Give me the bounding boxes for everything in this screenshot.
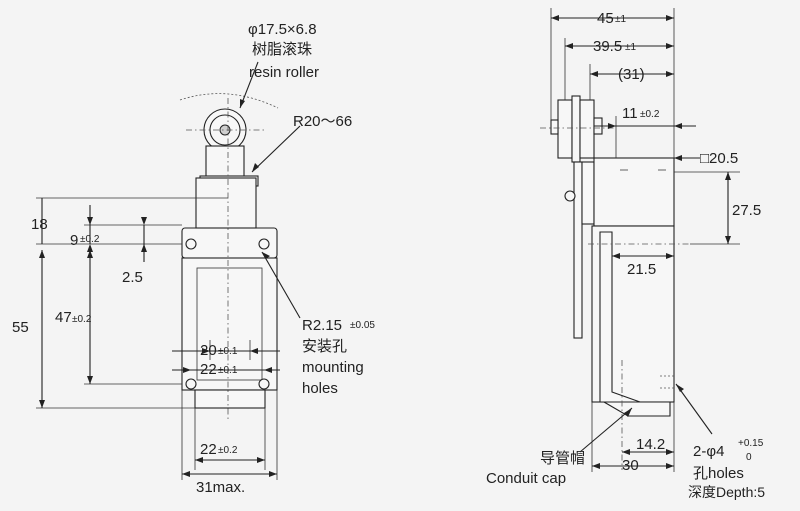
side-lever-top <box>571 95 581 163</box>
label-11-tol: ±0.2 <box>640 109 660 120</box>
label-31: 31max. <box>196 479 245 496</box>
label-holes-cn: 孔holes <box>693 465 744 482</box>
side-head <box>593 157 675 227</box>
label-roller-dim: φ17.5×6.8 <box>248 21 317 38</box>
side-roller-cap <box>550 119 559 135</box>
dim-9-arrows <box>87 217 93 252</box>
label-25: 2.5 <box>122 269 143 286</box>
holes-leader <box>675 383 713 435</box>
mount-leader-arrow <box>262 252 270 259</box>
mount-leader <box>261 251 301 319</box>
label-22a-tol: ±0.1 <box>218 365 238 376</box>
label-roller-en: resin roller <box>249 64 319 81</box>
label-45-tol: ±1 <box>615 14 626 25</box>
dim-22b-arrows <box>195 457 265 463</box>
front-view <box>179 93 279 422</box>
side-dimensions <box>550 8 740 472</box>
side-head-collar <box>581 161 595 225</box>
label-142: 14.2 <box>636 436 665 453</box>
switch-body <box>181 257 278 391</box>
mount-hole-top-right <box>258 238 270 250</box>
side-lever-hub <box>579 99 595 159</box>
mount-hole-bottom-right <box>258 378 270 390</box>
conduit-leader <box>579 407 633 453</box>
body-cover-line <box>196 267 263 381</box>
label-205: □20.5 <box>700 150 738 167</box>
radius-arc <box>179 93 279 109</box>
roller-leader-arrow <box>240 99 245 108</box>
label-mount-cn: 安装孔 <box>302 338 347 355</box>
label-18: 18 <box>31 216 48 233</box>
label-holes-lead: 2-φ4 <box>693 443 724 460</box>
label-9-tol: ±0.2 <box>80 234 100 245</box>
side-lever-arm <box>573 161 583 339</box>
labels: φ17.5×6.8 树脂滚珠 resin roller R20～66 18 9 … <box>12 10 765 500</box>
label-22b-tol: ±0.2 <box>218 445 238 456</box>
label-22b: 22 <box>200 441 217 458</box>
radius-leader-arrow <box>252 163 259 172</box>
label-radius: R20～66 <box>293 113 352 130</box>
conduit-leader-arrow <box>624 408 632 417</box>
dim-25-arrows <box>141 217 147 252</box>
label-holes-tol-dn: 0 <box>746 452 752 463</box>
side-holes <box>660 375 676 389</box>
dim-205-arrow <box>674 155 682 161</box>
label-mount-en2: holes <box>302 380 338 397</box>
label-11: 11 <box>622 105 638 122</box>
label-22a: 22 <box>200 361 217 378</box>
label-45: 45 <box>597 10 614 27</box>
label-holes-depth: 深度Depth:5 <box>688 484 765 500</box>
label-47: 47 <box>55 309 72 326</box>
dim-275-arrows <box>725 172 731 244</box>
label-conduit-cn: 导管帽 <box>540 450 585 467</box>
label-55: 55 <box>12 319 29 336</box>
side-view <box>540 95 690 470</box>
label-mount-r-tol: ±0.05 <box>350 320 375 331</box>
side-roller <box>557 99 573 159</box>
label-20-tol: ±0.1 <box>218 346 238 357</box>
label-20: 20 <box>200 342 217 359</box>
label-30: 30 <box>622 457 639 474</box>
conduit-bottom <box>194 389 266 409</box>
label-395-tol: ±1 <box>625 42 636 53</box>
label-47-tol: ±0.2 <box>72 314 92 325</box>
side-pivot <box>564 190 576 202</box>
label-275: 27.5 <box>732 202 761 219</box>
side-mount-plate <box>599 231 641 403</box>
holes-leader-arrow <box>676 384 684 392</box>
label-9: 9 <box>70 232 78 249</box>
label-mount-r: R2.15 <box>302 317 342 334</box>
label-mount-en1: mounting <box>302 359 364 376</box>
radius-leader <box>251 125 301 173</box>
mount-hole-top-left <box>185 238 197 250</box>
label-holes-tol-up: +0.15 <box>738 438 764 449</box>
label-31p: (31) <box>618 66 645 83</box>
label-395: 39.5 <box>593 38 622 55</box>
label-conduit-en: Conduit cap <box>486 470 566 487</box>
conduit-cap-shape <box>601 401 671 417</box>
label-roller-cn: 树脂滚珠 <box>252 41 312 58</box>
head-neck <box>195 177 257 229</box>
label-215: 21.5 <box>627 261 656 278</box>
mount-hole-bottom-left <box>185 378 197 390</box>
front-dimensions <box>36 61 301 480</box>
